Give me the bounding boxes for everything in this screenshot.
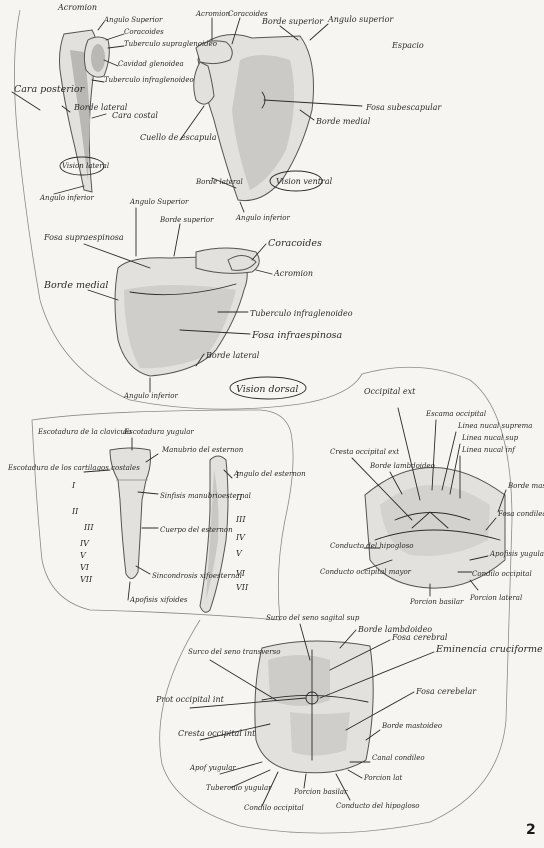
- page-number: 2: [526, 822, 536, 838]
- label-escotadura-clavicular: Escotadura de la clavicula: [37, 428, 131, 436]
- label-acromion-ventral: Acromion: [195, 10, 231, 18]
- label-coracoides-ventral: Coracoides: [228, 10, 268, 18]
- label-condilo-occipital-ext: Condilo occipital: [472, 570, 532, 578]
- scapula-dorsal-drawing: [114, 247, 260, 377]
- label-cara-costal: Cara costal: [112, 111, 158, 120]
- numeral-left-7: VII: [80, 575, 93, 584]
- scapula-ventral-drawing: [193, 34, 314, 202]
- label-coracoides-lateral: Coracoides: [124, 28, 164, 36]
- label-eminencia-cruciforme: Eminencia cruciforme: [435, 644, 543, 655]
- label-angulo-esternon: Angulo del esternon: [233, 470, 306, 478]
- label-acromion-dorsal: Acromion: [273, 269, 313, 278]
- label-borde-medial-ventral: Borde medial: [315, 117, 371, 126]
- numeral-left-4: IV: [79, 539, 90, 548]
- label-porcion-lat-int: Porcion lat: [363, 774, 403, 782]
- label-espacio: Espacio: [391, 41, 424, 50]
- label-angulo-inferior-dorsal: Angulo inferior: [123, 392, 179, 400]
- occipital-interior-drawing: [254, 640, 374, 774]
- label-manubrio: Manubrio del esternon: [161, 446, 244, 454]
- label-cuello-escapula: Cuello de escapula: [140, 133, 217, 142]
- numeral-left-1: I: [71, 481, 76, 490]
- label-escotadura-yugular: Escotadura yugular: [123, 428, 194, 436]
- label-conducto-hipogloso-ext: Conducto del hipogloso: [330, 542, 414, 550]
- occipital-exterior-drawing: [364, 467, 506, 589]
- label-linea-nucal-inf: Linea nucal inf: [461, 446, 516, 454]
- label-fosa-supraespinosa: Fosa supraespinosa: [43, 233, 124, 242]
- label-linea-nucal-sup: Linea nucal sup: [461, 434, 519, 442]
- label-vision-ventral: Vision ventral: [276, 177, 333, 186]
- label-tuberculo-infraglenoideo-dorsal: Tuberculo infraglenoideo: [250, 309, 353, 318]
- label-escama: Escama occipital: [425, 410, 486, 418]
- label-conducto-occipital-mayor: Conducto occipital mayor: [320, 568, 412, 576]
- label-vision-dorsal: Vision dorsal: [236, 384, 298, 395]
- label-canal-condileo: Canal condileo: [372, 754, 425, 762]
- label-coracoides-dorsal: Coracoides: [268, 238, 322, 249]
- label-borde-lateral-dorsal: Borde lateral: [205, 351, 260, 360]
- label-surco-seno-transverso: Surco del seno transverso: [188, 648, 280, 656]
- label-acromion-lateral: Acromion: [57, 3, 97, 12]
- label-porcion-basilar-ext: Porcion basilar: [409, 598, 464, 606]
- label-fosa-condilea: Fosa condilea: [497, 510, 544, 518]
- label-borde-lateral-l: Borde lateral: [73, 103, 128, 112]
- upper-section-outline: [14, 9, 513, 834]
- label-fosa-cerebelar: Fosa cerebelar: [415, 687, 477, 696]
- label-cresta-occipital-ext: Cresta occipital ext: [330, 448, 399, 456]
- scapula-lateral-drawing: [59, 29, 110, 193]
- label-porcion-basilar-int: Porcion basilar: [293, 788, 348, 796]
- label-cuerpo-esternon: Cuerpo del esternon: [160, 526, 233, 534]
- sternum-numerals: I II III IV V VI VII I II III IV V VI VI…: [71, 471, 249, 592]
- label-linea-nucal-suprema: Linea nucal suprema: [457, 422, 532, 430]
- label-apof-yugular-int: Apof yugular: [189, 764, 236, 772]
- numeral-right-3: III: [235, 515, 246, 524]
- label-borde-superior-dorsal: Borde superior: [159, 216, 214, 224]
- numeral-right-4: IV: [235, 533, 246, 542]
- label-tuberculo-supraglenoideo: Tuberculo supraglenoideo: [124, 40, 217, 48]
- numeral-left-5: V: [80, 551, 87, 560]
- label-borde-superior-ventral: Borde superior: [261, 17, 324, 26]
- numeral-left-6: VI: [80, 563, 90, 572]
- label-fosa-infraespinosa: Fosa infraespinosa: [251, 330, 343, 341]
- label-cavidad-glenoidea: Cavidad glenoidea: [118, 60, 184, 68]
- label-tuberculo-yugular: Tuberculo yugular: [206, 784, 272, 792]
- label-borde-lambdoideo-int: Borde lambdoideo: [357, 625, 432, 634]
- numeral-left-2: II: [71, 507, 79, 516]
- numeral-right-1: I: [235, 471, 240, 480]
- label-occipital-ext: Occipital ext: [364, 387, 416, 396]
- label-prot-occipital-int: Prot occipital int: [155, 695, 225, 704]
- label-fosa-cerebral: Fosa cerebral: [391, 633, 448, 642]
- numeral-right-2: II: [235, 493, 243, 502]
- numeral-left-3: III: [83, 523, 94, 532]
- label-angulo-superior-lateral: Angulo Superior: [103, 16, 163, 24]
- label-porcion-lateral-ext: Porcion lateral: [469, 594, 522, 602]
- sternum-drawing: [109, 447, 229, 613]
- label-borde-mastoideo-int: Borde mastoideo: [381, 722, 442, 730]
- label-vision-lateral: Vision lateral: [62, 162, 109, 170]
- label-fosa-subescapular: Fosa subescapular: [365, 103, 442, 112]
- label-conducto-hipogloso-int: Conducto del hipogloso: [336, 802, 420, 810]
- label-sinfisis: Sinfisis manubrioesternal: [160, 492, 251, 500]
- label-angulo-inferior-ventral: Angulo inferior: [235, 214, 291, 222]
- label-borde-lambdoideo-ext: Borde lambdoideo: [369, 462, 435, 470]
- label-angulo-superior-dorsal: Angulo Superior: [129, 198, 189, 206]
- label-angulo-inferior-lateral: Angulo inferior: [39, 194, 95, 202]
- label-condilo-occipital-int: Condilo occipital: [244, 804, 304, 812]
- sternum-section-outline: [31, 409, 294, 621]
- label-escotadura-cartilagos: Escotadura de los cartilagos costales: [7, 464, 140, 472]
- numeral-right-6: VI: [236, 569, 246, 578]
- label-borde-medial-dorsal: Borde medial: [43, 280, 108, 291]
- numeral-right-7: VII: [236, 583, 249, 592]
- label-tuberculo-infraglenoideo: Tuberculo infraglenoideo: [104, 76, 194, 84]
- label-borde-lateral-ventral: Borde lateral: [195, 178, 243, 186]
- label-surco-seno-sagital: Surco del seno sagital sup: [266, 614, 360, 622]
- label-apofisis-yugular-ext: Apofisis yugular: [489, 550, 544, 558]
- label-apofisis-xifoides: Apofisis xifoides: [129, 596, 188, 604]
- numeral-right-5: V: [236, 549, 243, 558]
- label-angulo-superior-ventral: Angulo superior: [327, 15, 394, 24]
- label-sincondrosis: Sincondrosis xifoesternal: [152, 572, 242, 580]
- label-cresta-occipital-int: Cresta occipital int: [178, 729, 256, 738]
- label-cara-posterior: Cara posterior: [14, 84, 86, 95]
- label-borde-mastoideo-ext: Borde mastoideo: [507, 482, 544, 490]
